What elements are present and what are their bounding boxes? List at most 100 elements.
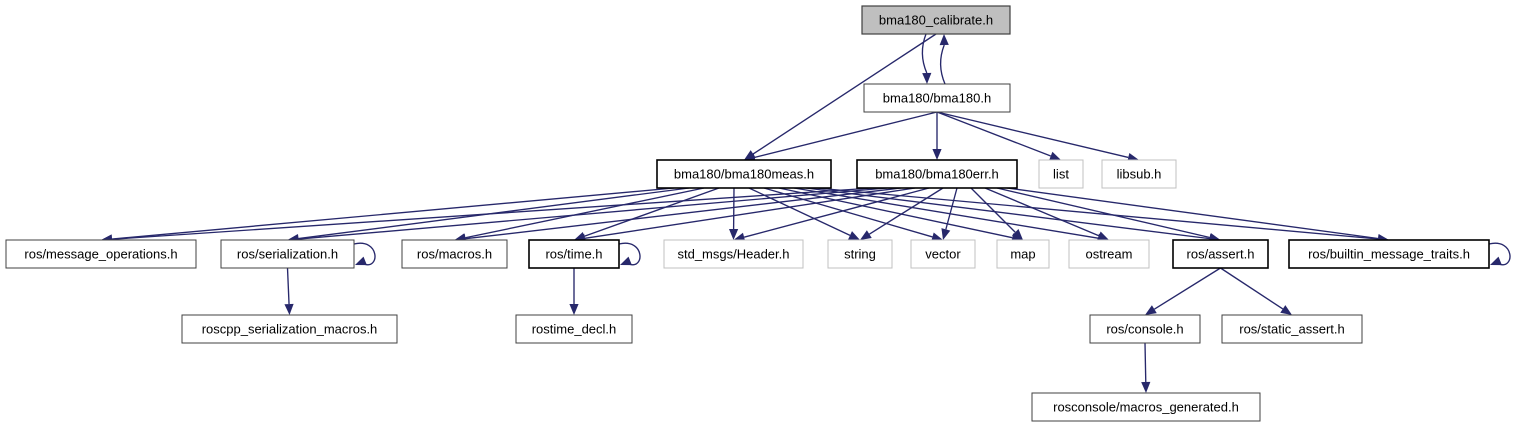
node-box-rosserialmacros[interactable] (181, 314, 398, 344)
node-staticassert[interactable]: ros/static_assert.h (1221, 314, 1363, 344)
node-box-msgops[interactable] (5, 239, 197, 269)
edge-arrowhead (620, 256, 632, 266)
edge-assert-to-staticassert (1220, 267, 1284, 310)
edge-bma180err-to-traits (1006, 187, 1379, 240)
node-label-vector: vector (925, 246, 961, 261)
node-rostimedecl[interactable]: rostime_decl.h (515, 314, 633, 344)
node-calibrate[interactable]: bma180_calibrate.h (861, 5, 1011, 35)
node-box-console[interactable] (1089, 314, 1201, 344)
node-time[interactable]: ros/time.h (528, 239, 620, 269)
node-libsub[interactable]: libsub.h (1101, 159, 1177, 189)
edge-bma180meas-to-vector (763, 187, 933, 238)
edge-calibrate-to-bma180 (921, 33, 928, 74)
edge-arrowhead (860, 230, 872, 240)
node-box-assert[interactable] (1172, 239, 1269, 269)
edge-assert-to-console (1153, 267, 1221, 310)
node-label-msgops: ros/message_operations.h (24, 246, 177, 261)
node-box-string[interactable] (827, 239, 893, 269)
node-vector[interactable]: vector (910, 239, 976, 269)
node-label-serialization: ros/serialization.h (237, 246, 338, 261)
node-label-list: list (1053, 166, 1069, 181)
node-header[interactable]: std_msgs/Header.h (663, 239, 804, 269)
edge-bma180err-to-serialization (298, 187, 888, 240)
edge-bma180err-to-time (584, 187, 916, 240)
edge-arrowhead (932, 149, 942, 160)
node-box-macros[interactable] (401, 239, 508, 269)
node-box-header[interactable] (663, 239, 804, 269)
node-box-list[interactable] (1038, 159, 1084, 189)
node-label-rosserialmacros: roscpp_serialization_macros.h (202, 321, 378, 336)
edge-bma180err-to-macros (465, 187, 902, 240)
edge-bma180err-to-vector (945, 187, 958, 230)
node-box-map[interactable] (996, 239, 1050, 269)
node-map[interactable]: map (996, 239, 1050, 269)
node-msgops[interactable]: ros/message_operations.h (5, 239, 197, 269)
edge-arrowhead (1011, 228, 1023, 240)
node-label-rostimedecl: rostime_decl.h (532, 321, 617, 336)
node-ostream[interactable]: ostream (1068, 239, 1150, 269)
edge-serialization-to-rosserialmacros (286, 267, 290, 305)
edge-bma180meas-to-macros (465, 187, 705, 239)
node-label-bma180meas: bma180/bma180meas.h (674, 166, 814, 181)
node-label-assert: ros/assert.h (1187, 246, 1255, 261)
edge-arrowhead (1145, 305, 1157, 315)
self-loop-traits (1488, 242, 1511, 266)
node-console[interactable]: ros/console.h (1089, 314, 1201, 344)
node-box-macrosgen[interactable] (1031, 392, 1261, 422)
node-label-map: map (1010, 246, 1035, 261)
node-label-time: ros/time.h (545, 246, 602, 261)
edge-bma180err-to-header (743, 187, 930, 238)
edge-arrowhead (939, 34, 949, 46)
edge-bma180-to-calibrate (939, 44, 946, 85)
node-layer: bma180_calibrate.h bma180/bma180.h bma180/… (5, 5, 1490, 422)
edge-arrowhead (1490, 256, 1502, 266)
node-bma180meas[interactable]: bma180/bma180meas.h (656, 159, 832, 189)
edge-bma180err-to-string (868, 187, 944, 235)
node-bma180err[interactable]: bma180/bma180err.h (856, 159, 1018, 189)
edge-arrowhead (941, 228, 951, 240)
node-string[interactable]: string (827, 239, 893, 269)
node-label-macrosgen: rosconsole/macros_generated.h (1053, 399, 1239, 414)
node-box-staticassert[interactable] (1221, 314, 1363, 344)
edge-calibrate-to-bma180meas (752, 33, 937, 155)
node-label-console: ros/console.h (1106, 321, 1183, 336)
node-list[interactable]: list (1038, 159, 1084, 189)
node-box-bma180[interactable] (863, 83, 1011, 113)
edge-bma180meas-to-assert (805, 187, 1210, 240)
node-label-ostream: ostream (1086, 246, 1133, 261)
edge-bma180meas-to-msgops (111, 187, 675, 240)
edge-console-to-macrosgen (1144, 342, 1147, 383)
node-box-traits[interactable] (1288, 239, 1490, 269)
edge-arrowhead (1097, 231, 1109, 240)
node-box-vector[interactable] (910, 239, 976, 269)
node-macros[interactable]: ros/macros.h (401, 239, 508, 269)
edge-bma180-to-libsub (936, 111, 1129, 159)
node-box-bma180err[interactable] (856, 159, 1018, 189)
node-serialization[interactable]: ros/serialization.h (220, 239, 355, 269)
node-traits[interactable]: ros/builtin_message_traits.h (1288, 239, 1490, 269)
edge-arrowhead (1049, 151, 1061, 161)
node-label-staticassert: ros/static_assert.h (1239, 321, 1345, 336)
node-label-header: std_msgs/Header.h (677, 246, 789, 261)
node-assert[interactable]: ros/assert.h (1172, 239, 1269, 269)
node-rosserialmacros[interactable]: roscpp_serialization_macros.h (181, 314, 398, 344)
node-box-time[interactable] (528, 239, 620, 269)
node-box-ostream[interactable] (1068, 239, 1150, 269)
node-box-calibrate[interactable] (861, 5, 1011, 35)
node-label-traits: ros/builtin_message_traits.h (1308, 246, 1470, 261)
edge-arrowhead (1141, 381, 1151, 393)
node-label-bma180: bma180/bma180.h (883, 90, 991, 105)
edge-bma180err-to-msgops (111, 187, 874, 240)
edge-arrowhead (569, 304, 579, 315)
node-box-rostimedecl[interactable] (515, 314, 633, 344)
node-box-bma180meas[interactable] (656, 159, 832, 189)
node-box-libsub[interactable] (1101, 159, 1177, 189)
edge-arrowhead (733, 232, 746, 242)
node-box-serialization[interactable] (220, 239, 355, 269)
node-macrosgen[interactable]: rosconsole/macros_generated.h (1031, 392, 1261, 422)
edge-arrowhead (284, 303, 294, 315)
node-bma180[interactable]: bma180/bma180.h (863, 83, 1011, 113)
node-label-macros: ros/macros.h (417, 246, 492, 261)
